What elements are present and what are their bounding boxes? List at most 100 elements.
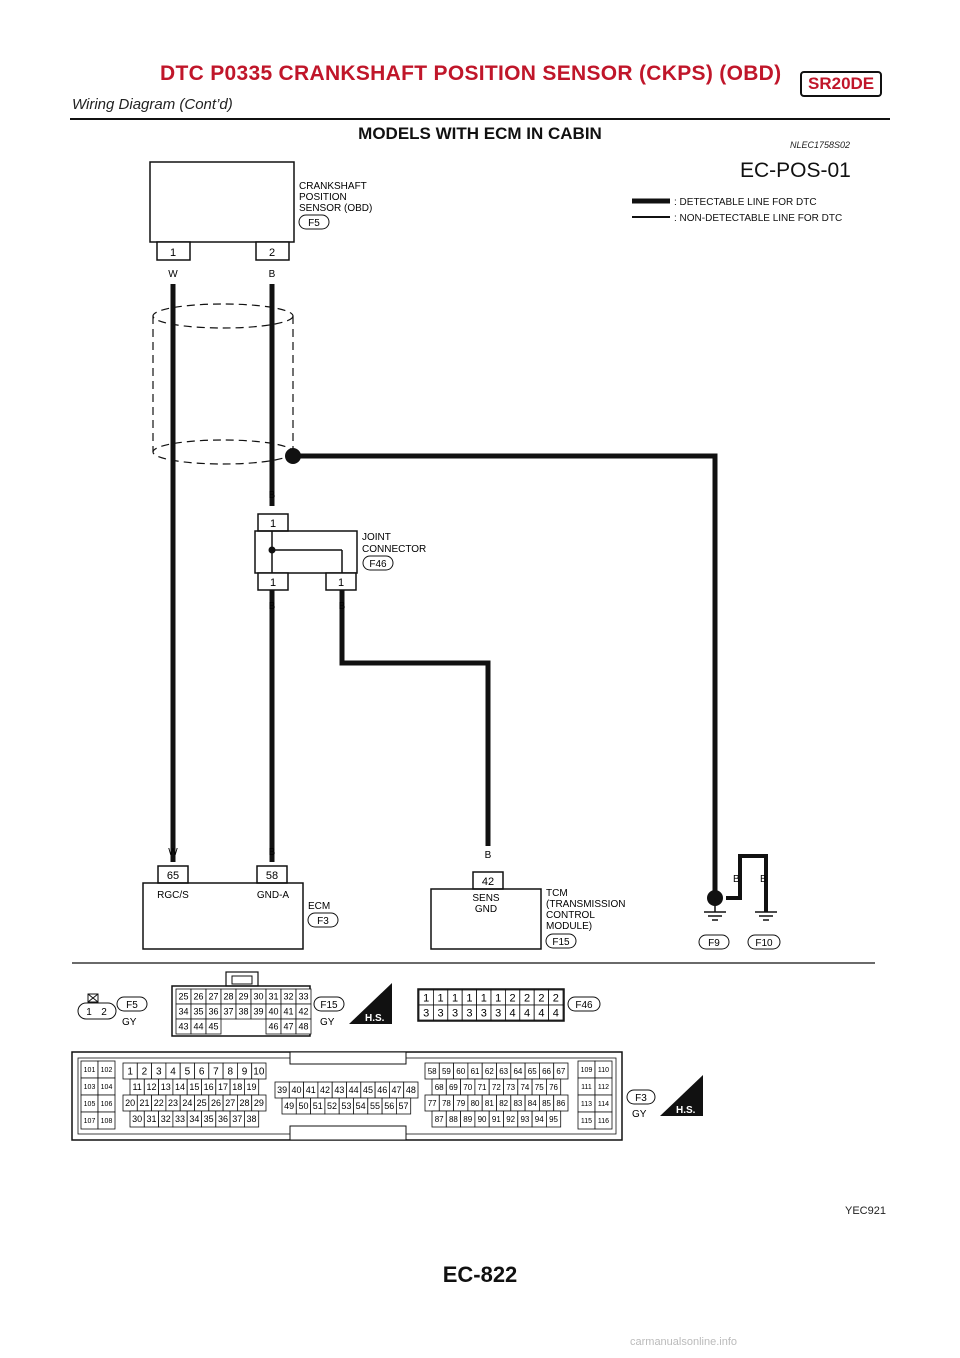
f5-color: GY [122,1017,137,1028]
f3-left-pin-label: 103 [84,1084,96,1091]
f3-c-pin-label: 82 [499,1099,508,1108]
f3-right-pin-label: 112 [598,1084,609,1091]
tcm-module: B 42 SENS GND TCM (TRANSMISSION CONTROL … [430,850,625,950]
ecm-terminal-a: RGC/S [157,890,189,901]
f3-c-pin-label: 89 [463,1115,472,1124]
f3-b-pin-label: 56 [384,1101,394,1111]
f3-c-cell [546,1110,562,1128]
f3-a-pin-label: 21 [139,1098,149,1108]
f3-c-pin-label: 65 [528,1067,537,1076]
f3-a-pin-label: 1 [127,1067,133,1078]
f5-connector-face: 1 2 F5 GY [77,993,148,1028]
f46-pin-label: 1 [466,992,472,1004]
f3-b-pin-label: 47 [392,1085,402,1095]
f3-a-pin-label: 30 [132,1114,142,1124]
shield-splice [285,448,301,464]
f3-a-pin-label: 13 [161,1082,171,1092]
svg-text:(TRANSMISSION: (TRANSMISSION [546,899,625,910]
f46-pin-label: 1 [438,992,444,1004]
f3-c-pin-label: 77 [428,1099,437,1108]
engine-badge: SR20DE [800,71,883,97]
f3-c-pin-label: 86 [556,1099,565,1108]
ecm-module: W B 65 58 RGC/S GND-A ECM F3 [142,847,339,950]
f3-c-pin-label: 69 [449,1083,458,1092]
f3-c-pin-label: 72 [492,1083,501,1092]
tcm-terminal: SENS [472,893,500,904]
joint-pin-bottom-right: 1 [338,577,344,589]
f3-left-pin-label: 106 [101,1101,113,1108]
f3-color: GY [632,1109,647,1120]
section-code: NLEC1758S02 [790,140,851,150]
svg-text:GND: GND [475,904,497,915]
f3-b-pin-label: 52 [327,1101,337,1111]
f46-pin-label: 4 [524,1007,530,1019]
f3-c-pin-label: 76 [549,1083,558,1092]
f15-pin-label: 29 [238,992,248,1002]
f3-a-pin-label: 16 [204,1082,214,1092]
ecm-label: ECM [308,901,330,912]
hs-badge-f15 [349,983,392,1024]
f3-a-pin-label: 2 [142,1067,148,1078]
f15-pin-label: 42 [298,1007,308,1017]
f15-pin-label: 28 [223,992,233,1002]
page-number: EC-822 [442,1262,518,1287]
f46-pin-label: 4 [553,1007,559,1019]
f15-pin-label: 31 [268,992,278,1002]
f3-c-pin-label: 59 [442,1067,451,1076]
f46-pin-label: 1 [495,992,501,1004]
watermark: carmanualsonline.info [630,1336,738,1348]
ecm-pin-a: 65 [167,870,179,882]
f3-left-pin-label: 101 [84,1067,96,1074]
f3-c-pin-label: 85 [542,1099,551,1108]
f15-color: GY [320,1017,335,1028]
f46-connector-id: F46 [575,1000,593,1011]
svg-text:MODULE): MODULE) [546,921,592,932]
f3-c-pin-label: 68 [435,1083,444,1092]
f3-b-pin-label: 50 [298,1101,308,1111]
f3-c-pin-label: 64 [513,1067,522,1076]
figure-reference: YEC921 [845,1205,886,1217]
f3-a-pin-label: 6 [199,1067,205,1078]
f15-pin-label: 38 [238,1007,248,1017]
f3-c-pin-label: 83 [513,1099,522,1108]
diagram-id: EC-POS-01 [740,159,851,182]
f3-c-pin-label: 62 [485,1067,494,1076]
f3-a-pin-label: 9 [242,1067,248,1078]
f15-pin-label: 33 [298,992,308,1002]
f3-connector-id: F3 [635,1093,647,1104]
f15-pin-label: 27 [208,992,218,1002]
f3-left-cell [97,1111,116,1130]
f3-b-cell [395,1097,412,1115]
f3-a-pin-label: 10 [253,1067,265,1078]
f3-c-pin-label: 75 [535,1083,544,1092]
f46-pin-label: 4 [538,1007,544,1019]
f3-c-pin-label: 70 [463,1083,472,1092]
section-title: MODELS WITH ECM IN CABIN [358,124,602,143]
f46-pin-label: 1 [423,992,429,1004]
f3-a-pin-label: 12 [146,1082,156,1092]
f15-pin-label: 39 [253,1007,263,1017]
f3-b-pin-label: 46 [377,1085,387,1095]
f15-pin-label: 36 [208,1007,218,1017]
f46-pin-label: 2 [524,992,530,1004]
f3-a-pin-label: 38 [247,1114,257,1124]
svg-text:H.S.: H.S. [365,1013,385,1024]
f3-c-pin-label: 58 [428,1067,437,1076]
joint-connector-id: F46 [369,559,387,570]
f3-left-pin-label: 104 [101,1084,113,1091]
f15-pin-label: 32 [283,992,293,1002]
svg-text:SENSOR (OBD): SENSOR (OBD) [299,203,372,214]
joint-label: JOINT [362,532,391,543]
f15-cell [205,1018,222,1035]
f3-c-pin-label: 74 [520,1083,529,1092]
f3-a-pin-label: 28 [240,1098,250,1108]
f3-right-pin-label: 109 [581,1067,593,1074]
legend-non-detectable: : NON-DETECTABLE LINE FOR DTC [674,213,842,224]
tcm-label: TCM [546,888,568,899]
f3-right-pin-label: 115 [581,1118,592,1125]
f3-left-pin-label: 107 [84,1118,96,1125]
f3-a-pin-label: 24 [182,1098,192,1108]
f3-a-pin-label: 8 [227,1067,233,1078]
f3-a-pin-label: 35 [204,1114,214,1124]
